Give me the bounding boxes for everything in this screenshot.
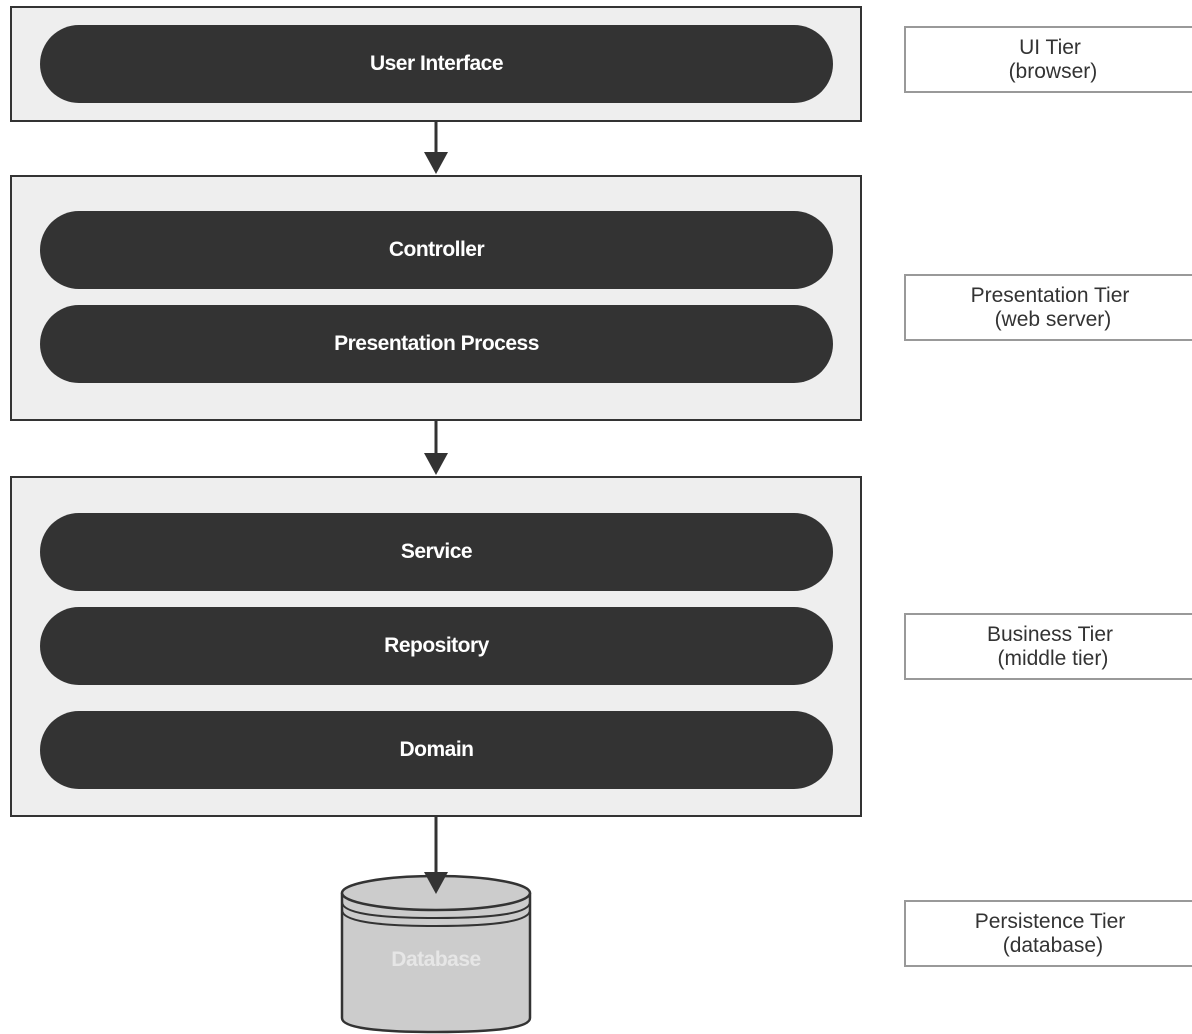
- tier-detail: (web server): [988, 307, 1112, 331]
- domain-label: Domain: [399, 738, 474, 761]
- tier-name: Persistence Tier: [974, 909, 1126, 933]
- service-layer: Service: [40, 513, 833, 591]
- tier-detail: (middle tier): [991, 646, 1109, 670]
- controller-layer: Controller: [40, 211, 833, 289]
- tier-detail: (browser): [1002, 59, 1098, 83]
- controller-label: Controller: [388, 238, 485, 261]
- tier-label-ui: UI Tier (browser): [904, 26, 1192, 93]
- arrow-presentation-to-business: [424, 421, 448, 475]
- tier-label-persistence: Persistence Tier (database): [904, 900, 1192, 967]
- tier-label-presentation: Presentation Tier (web server): [904, 274, 1192, 341]
- tier-name: Business Tier: [986, 622, 1114, 646]
- service-label: Service: [400, 540, 473, 563]
- tier-detail: (database): [996, 933, 1104, 957]
- tier-name: Presentation Tier: [970, 283, 1130, 307]
- repository-layer: Repository: [40, 607, 833, 685]
- user-interface-label: User Interface: [369, 52, 504, 75]
- repository-label: Repository: [384, 634, 489, 657]
- user-interface-layer: User Interface: [40, 25, 833, 103]
- database-label: Database: [391, 948, 481, 971]
- domain-layer: Domain: [40, 711, 833, 789]
- arrow-business-to-database: [424, 817, 448, 894]
- presentation-process-layer: Presentation Process: [40, 305, 833, 383]
- tier-name: UI Tier: [1019, 35, 1081, 59]
- presentation-process-label: Presentation Process: [334, 332, 539, 355]
- tier-label-business: Business Tier (middle tier): [904, 613, 1192, 680]
- arrow-ui-to-presentation: [424, 122, 448, 174]
